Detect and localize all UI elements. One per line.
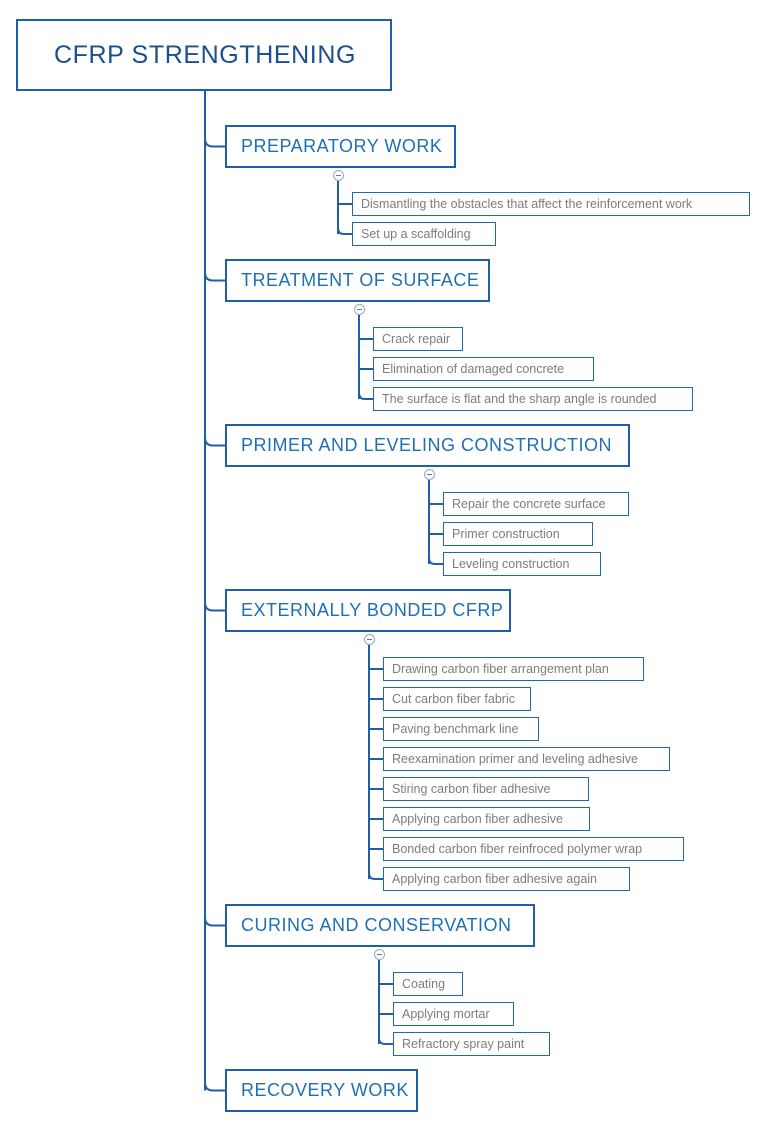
root-node[interactable]: CFRP STRENGTHENING: [16, 19, 392, 91]
leaf-node[interactable]: Applying mortar: [393, 1002, 514, 1026]
branch-node[interactable]: PRIMER AND LEVELING CONSTRUCTION: [225, 424, 630, 467]
leaf-label: Reexamination primer and leveling adhesi…: [392, 752, 638, 766]
leaf-node[interactable]: Applying carbon fiber adhesive again: [383, 867, 630, 891]
collapse-toggle-icon[interactable]: [332, 170, 344, 181]
leaf-label: Applying carbon fiber adhesive again: [392, 872, 597, 886]
leaf-node[interactable]: Coating: [393, 972, 463, 996]
leaf-node[interactable]: Refractory spray paint: [393, 1032, 550, 1056]
leaf-label: Stiring carbon fiber adhesive: [392, 782, 551, 796]
leaf-label: Primer construction: [452, 527, 560, 541]
branch-node[interactable]: EXTERNALLY BONDED CFRP: [225, 589, 511, 632]
branch-label: EXTERNALLY BONDED CFRP: [241, 600, 504, 620]
leaf-node[interactable]: Set up a scaffolding: [352, 222, 496, 246]
leaf-node[interactable]: Elimination of damaged concrete: [373, 357, 594, 381]
branch-label: PRIMER AND LEVELING CONSTRUCTION: [241, 435, 613, 455]
leaf-label: Paving benchmark line: [392, 722, 519, 736]
leaf-label: The surface is flat and the sharp angle …: [382, 392, 657, 406]
collapse-toggle-icon[interactable]: [423, 469, 435, 480]
leaf-label: Coating: [402, 977, 446, 991]
leaf-label: Applying mortar: [402, 1007, 490, 1021]
leaf-node[interactable]: Applying carbon fiber adhesive: [383, 807, 590, 831]
branch-label: TREATMENT OF SURFACE: [241, 270, 480, 290]
leaf-node[interactable]: Stiring carbon fiber adhesive: [383, 777, 589, 801]
collapse-toggle-icon[interactable]: [353, 304, 365, 315]
leaf-node[interactable]: Repair the concrete surface: [443, 492, 629, 516]
leaf-label: Set up a scaffolding: [361, 227, 471, 241]
leaf-label: Drawing carbon fiber arrangement plan: [392, 662, 609, 676]
leaf-label: Leveling construction: [452, 557, 570, 571]
leaf-node[interactable]: Bonded carbon fiber reinfroced polymer w…: [383, 837, 684, 861]
leaf-label: Applying carbon fiber adhesive: [392, 812, 563, 826]
root-label: CFRP STRENGTHENING: [54, 40, 357, 69]
branch-node[interactable]: PREPARATORY WORK: [225, 125, 456, 168]
branch-node[interactable]: RECOVERY WORK: [225, 1069, 418, 1112]
leaf-node[interactable]: Leveling construction: [443, 552, 601, 576]
leaf-label: Dismantling the obstacles that affect th…: [361, 197, 693, 211]
leaf-label: Refractory spray paint: [402, 1037, 525, 1051]
leaf-node[interactable]: Drawing carbon fiber arrangement plan: [383, 657, 644, 681]
leaf-label: Cut carbon fiber fabric: [392, 692, 515, 706]
collapse-toggle-icon[interactable]: [373, 949, 385, 960]
leaf-node[interactable]: Crack repair: [373, 327, 463, 351]
collapse-toggle-icon[interactable]: [363, 634, 375, 645]
branch-label: RECOVERY WORK: [241, 1080, 409, 1100]
branch-label: PREPARATORY WORK: [241, 136, 443, 156]
branch-node[interactable]: CURING AND CONSERVATION: [225, 904, 535, 947]
leaf-label: Repair the concrete surface: [452, 497, 606, 511]
branch-label: CURING AND CONSERVATION: [241, 915, 512, 935]
leaf-label: Elimination of damaged concrete: [382, 362, 565, 376]
leaf-label: Crack repair: [382, 332, 451, 346]
branch-node[interactable]: TREATMENT OF SURFACE: [225, 259, 490, 302]
leaf-node[interactable]: Primer construction: [443, 522, 593, 546]
leaf-node[interactable]: The surface is flat and the sharp angle …: [373, 387, 693, 411]
leaf-node[interactable]: Paving benchmark line: [383, 717, 539, 741]
leaf-node[interactable]: Dismantling the obstacles that affect th…: [352, 192, 750, 216]
leaf-node[interactable]: Reexamination primer and leveling adhesi…: [383, 747, 670, 771]
leaf-node[interactable]: Cut carbon fiber fabric: [383, 687, 531, 711]
leaf-label: Bonded carbon fiber reinfroced polymer w…: [392, 842, 643, 856]
